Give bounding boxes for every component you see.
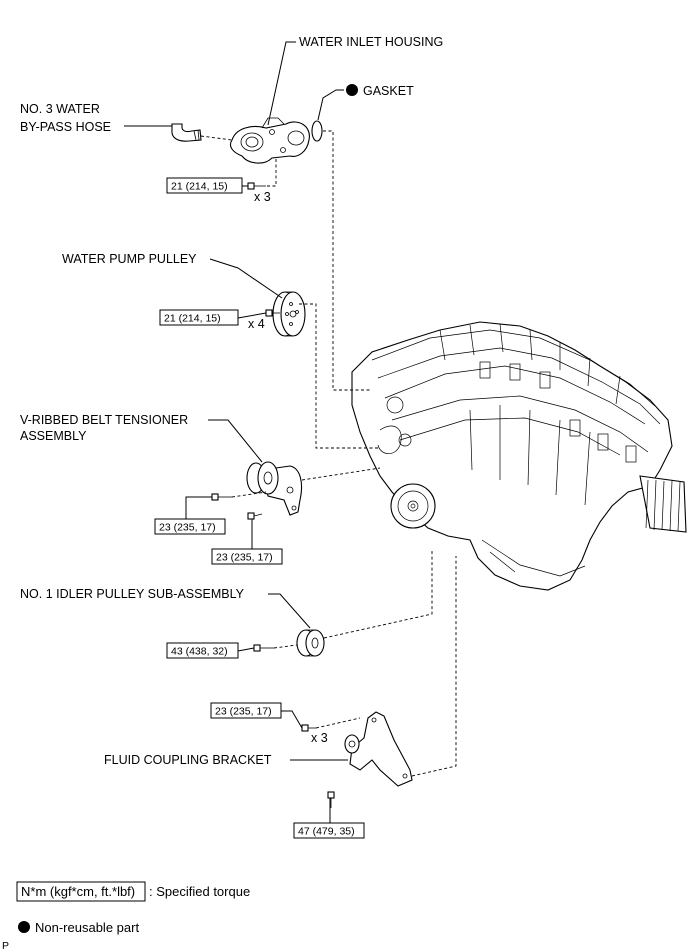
label-fluid-coupling-bracket: FLUID COUPLING BRACKET bbox=[104, 753, 272, 767]
torque-value-bracket-top: 23 (235, 17) bbox=[215, 706, 272, 718]
idler-pulley-bolt bbox=[253, 644, 274, 652]
torque-box-tensioner-b: 23 (235, 17) bbox=[211, 548, 283, 565]
torque-value-bracket-bottom: 47 (479, 35) bbox=[298, 826, 355, 838]
water-bypass-hose-part bbox=[171, 123, 202, 142]
label-water-inlet-housing: WATER INLET HOUSING bbox=[299, 35, 443, 49]
label-tensioner-line1: V-RIBBED BELT TENSIONER bbox=[20, 413, 188, 427]
qty-bracket-top: x 3 bbox=[311, 731, 328, 745]
label-bypass-hose-line2: BY-PASS HOSE bbox=[20, 120, 111, 134]
engine-block-illustration bbox=[351, 321, 687, 591]
qty-pump-pulley: x 4 bbox=[248, 317, 265, 331]
torque-box-bracket-top: 23 (235, 17) bbox=[210, 702, 282, 719]
legend-torque-desc: : Specified torque bbox=[149, 884, 250, 899]
belt-tensioner-part bbox=[246, 461, 303, 516]
leader-lines bbox=[124, 41, 348, 823]
legend-non-reusable-text: Non-reusable part bbox=[35, 920, 139, 935]
tensioner-bolt-b bbox=[247, 512, 263, 520]
legend-non-reusable: Non-reusable part bbox=[18, 920, 139, 935]
corner-code: P bbox=[2, 940, 9, 952]
torque-box-tensioner-a: 23 (235, 17) bbox=[154, 518, 226, 535]
water-pump-pulley-part bbox=[272, 291, 306, 337]
assembly-alignment-lines bbox=[200, 130, 457, 777]
torque-value-inlet-housing: 21 (214, 15) bbox=[171, 181, 228, 193]
qty-inlet-housing: x 3 bbox=[254, 190, 271, 204]
legend-torque-unit: N*m (kgf*cm, ft.*lbf) bbox=[21, 884, 135, 899]
torque-box-bracket-bottom: 47 (479, 35) bbox=[293, 822, 365, 839]
torque-box-idler: 43 (438, 32) bbox=[166, 642, 239, 659]
torque-value-tensioner-b: 23 (235, 17) bbox=[216, 552, 273, 564]
non-reusable-marker-gasket bbox=[346, 84, 358, 96]
torque-value-tensioner-a: 23 (235, 17) bbox=[159, 522, 216, 534]
tensioner-bolt-a bbox=[211, 493, 232, 501]
water-inlet-housing-part bbox=[229, 117, 310, 164]
label-water-pump-pulley: WATER PUMP PULLEY bbox=[62, 252, 197, 266]
non-reusable-marker-legend bbox=[18, 921, 30, 933]
legend-torque: N*m (kgf*cm, ft.*lbf) : Specified torque bbox=[16, 881, 250, 902]
gasket-part bbox=[311, 120, 323, 142]
idler-pulley-part bbox=[296, 629, 325, 657]
inlet-housing-bolt bbox=[247, 182, 266, 190]
torque-value-pump-pulley: 21 (214, 15) bbox=[164, 313, 221, 325]
bracket-bolt-bottom bbox=[327, 791, 335, 808]
torque-box-pump-pulley: 21 (214, 15) bbox=[159, 309, 239, 326]
torque-box-inlet-housing: 21 (214, 15) bbox=[166, 177, 243, 194]
label-bypass-hose-line1: NO. 3 WATER bbox=[20, 102, 100, 116]
label-tensioner-line2: ASSEMBLY bbox=[20, 429, 87, 443]
fluid-coupling-bracket-part bbox=[344, 711, 413, 787]
label-gasket: GASKET bbox=[363, 84, 414, 98]
torque-value-idler: 43 (438, 32) bbox=[171, 646, 228, 658]
label-idler-pulley: NO. 1 IDLER PULLEY SUB-ASSEMBLY bbox=[20, 587, 245, 601]
